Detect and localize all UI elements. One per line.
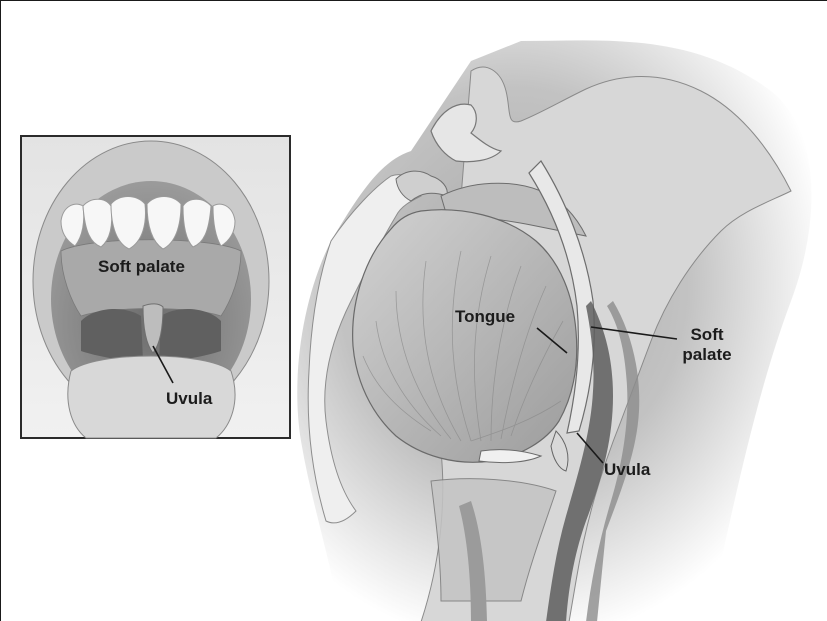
soft-palate-label: Soft palate [677,325,737,365]
inset-throat-right [159,309,221,361]
inset-throat-left [81,309,143,361]
inset-soft-palate-label: Soft palate [98,257,185,277]
soft-palate-label-line2: palate [677,345,737,365]
soft-palate-label-line1: Soft [677,325,737,345]
tongue-body [353,210,577,463]
inset-panel [21,136,290,438]
uvula-label: Uvula [604,460,650,480]
inset-uvula-label: Uvula [166,389,212,409]
tongue-label: Tongue [455,307,515,327]
